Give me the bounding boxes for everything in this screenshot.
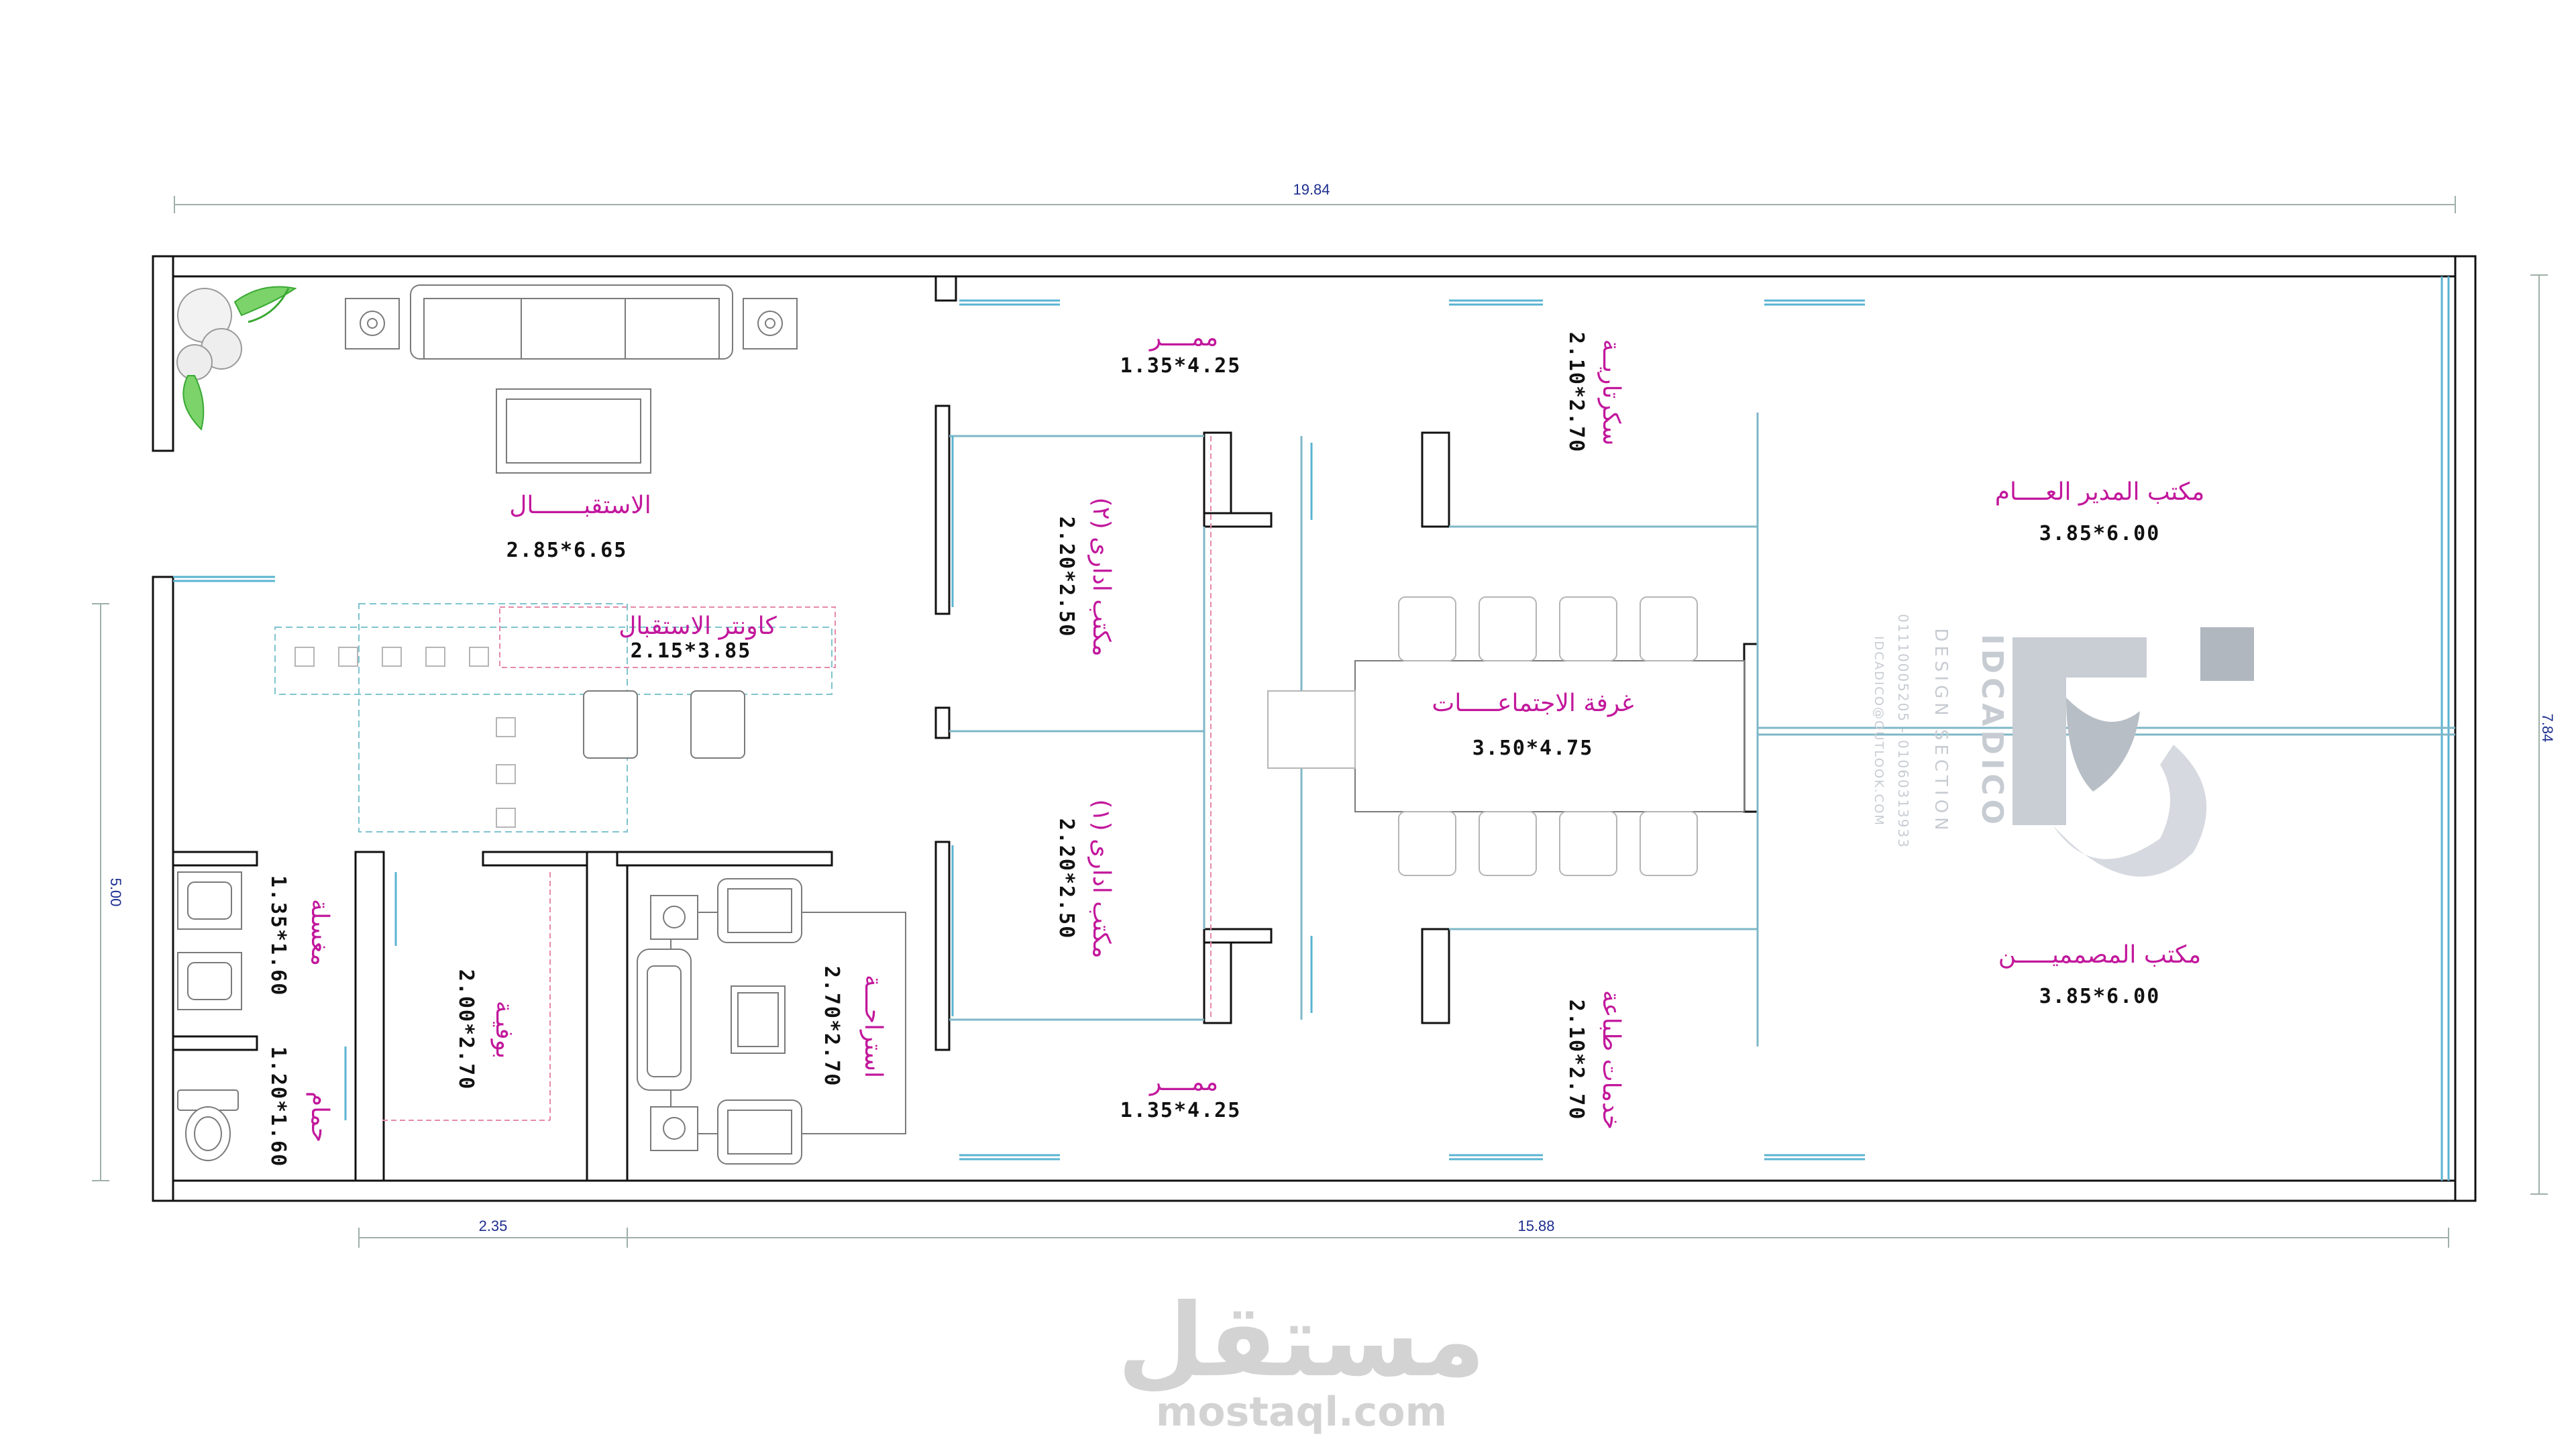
- dim-bottom-right: 15.88: [1517, 1218, 1554, 1234]
- label-print-services: خدمات طباعة: [1597, 990, 1625, 1130]
- label-corridor-bottom: ممــــر: [1148, 1069, 1218, 1096]
- label-sinks: مغسلة: [306, 899, 333, 966]
- label-admin-office-1: مكتب ادارى (١): [1087, 799, 1115, 958]
- size-meeting-room: 3.50*4.75: [1472, 737, 1594, 760]
- dimension-lines: [92, 196, 2548, 1248]
- watermark-arabic: مستقل: [1118, 1283, 1486, 1399]
- label-meeting-room: غرفة الاجتماعـــــات: [1432, 690, 1633, 717]
- dim-bottom-left: 2.35: [479, 1218, 508, 1234]
- interior-walls: [172, 405, 1759, 1182]
- label-admin-office-2: مكتب ادارى (٢): [1087, 497, 1115, 656]
- label-designers-office: مكتب المصمميـــــن: [1998, 941, 2201, 969]
- mostaql-watermark: مستقل mostaql.com: [1118, 1283, 1486, 1436]
- label-lounge: استراحـــة: [859, 975, 887, 1078]
- sinks-icon: [177, 871, 242, 1010]
- size-designers-office: 3.85*6.00: [2039, 985, 2161, 1008]
- label-reception: الاستقبـــــــال: [509, 492, 651, 519]
- size-print-services: 2.10*2.70: [1564, 1000, 1588, 1121]
- logo-section: DESIGN SECTION: [1931, 628, 1951, 834]
- size-lounge: 2.70*2.70: [820, 966, 843, 1087]
- counter-stools: [294, 647, 745, 828]
- dim-total-width: 19.84: [1293, 181, 1330, 198]
- room-labels: الاستقبـــــــال 2.85*6.65 كاونتر الاستق…: [266, 324, 2204, 1167]
- size-gm-office: 3.85*6.00: [2039, 522, 2161, 545]
- logo-email: IDCADICO@OUTLOOK.COM: [1872, 636, 1886, 826]
- size-admin-office-1: 2.20*2.50: [1055, 818, 1078, 940]
- size-sinks: 1.35*1.60: [266, 875, 290, 997]
- size-buffet: 2.00*2.70: [454, 969, 478, 1091]
- size-corridor-top: 1.35*4.25: [1120, 354, 1242, 378]
- label-corridor-top: ممــــر: [1148, 324, 1218, 352]
- size-corridor-bottom: 1.35*4.25: [1120, 1099, 1242, 1122]
- logo-company-name: IDCADICO: [1975, 634, 2009, 828]
- dim-left-height: 5.00: [107, 878, 124, 907]
- size-bathroom: 1.20*1.60: [266, 1046, 290, 1168]
- reception-furniture: [345, 284, 798, 474]
- label-reception-counter: كاونتر الاستقبال: [619, 612, 777, 640]
- label-buffet: بوفيـة: [490, 1001, 518, 1059]
- lounge-furniture: [637, 878, 906, 1165]
- label-bathroom: حمام: [306, 1091, 333, 1142]
- toilet-icon: [177, 1089, 239, 1161]
- size-reception: 2.85*6.65: [506, 539, 628, 562]
- dim-total-height: 7.84: [2539, 714, 2556, 743]
- size-reception-counter: 2.15*3.85: [631, 639, 752, 663]
- label-gm-office: مكتب المدير العــــام: [1995, 478, 2205, 506]
- outer-walls: [152, 255, 2477, 1202]
- meeting-table: [1267, 596, 1745, 876]
- label-secretary: سكرتاريــة: [1597, 339, 1625, 446]
- size-admin-office-2: 2.20*2.50: [1055, 517, 1078, 638]
- logo-phone: 01110005205 - 01060313933: [1895, 614, 1911, 849]
- watermark-latin: mostaql.com: [1156, 1389, 1447, 1436]
- size-secretary: 2.10*2.70: [1564, 332, 1588, 453]
- guide-lines: [274, 436, 1212, 1121]
- plant-icon: [176, 286, 297, 431]
- company-logo: IDCADICO DESIGN SECTION 01110005205 - 01…: [1872, 614, 2254, 877]
